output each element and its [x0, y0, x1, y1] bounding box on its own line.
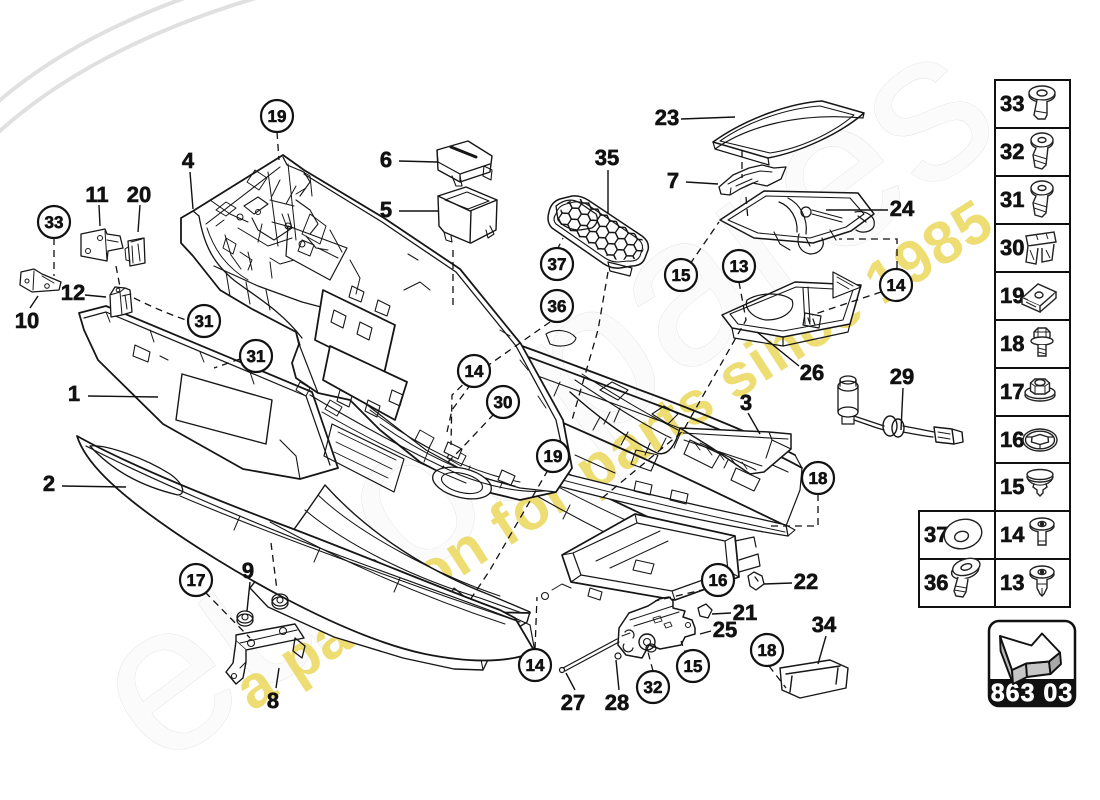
- svg-text:4: 4: [182, 148, 195, 173]
- svg-text:20: 20: [127, 182, 151, 207]
- svg-text:31: 31: [1000, 187, 1024, 212]
- svg-text:21: 21: [733, 600, 757, 625]
- svg-text:9: 9: [242, 558, 254, 583]
- svg-text:32: 32: [644, 678, 663, 697]
- svg-text:19: 19: [268, 107, 287, 126]
- svg-text:29: 29: [890, 364, 914, 389]
- svg-text:7: 7: [667, 168, 679, 193]
- svg-text:23: 23: [655, 105, 679, 130]
- svg-text:35: 35: [595, 145, 619, 170]
- svg-text:24: 24: [890, 196, 915, 221]
- svg-text:13: 13: [730, 257, 749, 276]
- svg-text:16: 16: [709, 571, 728, 590]
- svg-text:34: 34: [812, 612, 837, 637]
- svg-text:15: 15: [684, 657, 703, 676]
- svg-text:30: 30: [494, 393, 513, 412]
- svg-text:31: 31: [247, 347, 266, 366]
- svg-text:36: 36: [548, 297, 567, 316]
- svg-text:863 03: 863 03: [991, 679, 1073, 707]
- svg-text:36: 36: [924, 570, 948, 595]
- svg-text:14: 14: [526, 656, 545, 675]
- svg-text:30: 30: [1000, 235, 1024, 260]
- svg-text:5: 5: [380, 197, 392, 222]
- svg-text:26: 26: [800, 360, 824, 385]
- svg-text:18: 18: [758, 641, 777, 660]
- svg-text:1: 1: [68, 381, 80, 406]
- svg-text:14: 14: [465, 362, 484, 381]
- svg-text:16: 16: [1000, 427, 1024, 452]
- svg-text:22: 22: [794, 569, 818, 594]
- svg-text:2: 2: [43, 471, 55, 496]
- svg-text:14: 14: [887, 276, 906, 295]
- svg-text:18: 18: [1000, 331, 1024, 356]
- svg-text:14: 14: [1000, 522, 1025, 547]
- svg-text:28: 28: [605, 690, 629, 715]
- svg-text:17: 17: [1000, 379, 1024, 404]
- svg-text:15: 15: [1000, 474, 1024, 499]
- svg-text:18: 18: [809, 469, 828, 488]
- svg-text:11: 11: [85, 182, 108, 207]
- svg-text:13: 13: [1000, 570, 1024, 595]
- svg-text:19: 19: [544, 447, 563, 466]
- svg-text:6: 6: [380, 147, 392, 172]
- svg-text:15: 15: [672, 266, 691, 285]
- svg-text:32: 32: [1000, 139, 1024, 164]
- svg-text:33: 33: [45, 213, 64, 232]
- svg-text:19: 19: [1000, 283, 1024, 308]
- svg-text:17: 17: [187, 571, 206, 590]
- svg-text:12: 12: [61, 280, 85, 305]
- svg-text:25: 25: [713, 617, 737, 642]
- svg-text:31: 31: [195, 312, 214, 331]
- svg-text:3: 3: [740, 390, 752, 415]
- svg-text:10: 10: [15, 308, 39, 333]
- svg-text:27: 27: [561, 690, 585, 715]
- svg-text:8: 8: [267, 688, 279, 713]
- svg-text:37: 37: [548, 255, 567, 274]
- svg-text:33: 33: [1000, 91, 1024, 116]
